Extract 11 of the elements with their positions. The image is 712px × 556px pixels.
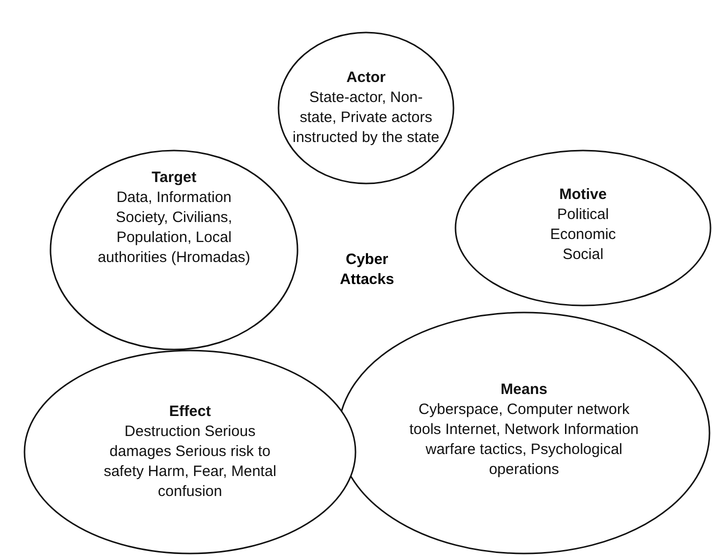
heading: Means [500, 380, 548, 400]
body-text: Destruction Serious damages Serious risk to safety Harm, Fear, Mental confusion [102, 422, 278, 502]
center-label: Cyber Attacks [338, 250, 396, 290]
heading: Actor [346, 68, 386, 88]
body-text: Data, Information Society, Civilians, Population, Local authorities (Hromadas) [96, 188, 252, 268]
body-text: Political Economic Social [549, 205, 617, 265]
body-text: Cyberspace, Computer network tools Internet, Network Information warfare tactics, Psychological operations [408, 400, 640, 480]
heading: Target [152, 168, 196, 188]
heading: Motive [559, 185, 607, 205]
body-text: State-actor, Non-state, Private actors instructed by the state [292, 88, 440, 148]
heading: Effect [169, 402, 211, 422]
